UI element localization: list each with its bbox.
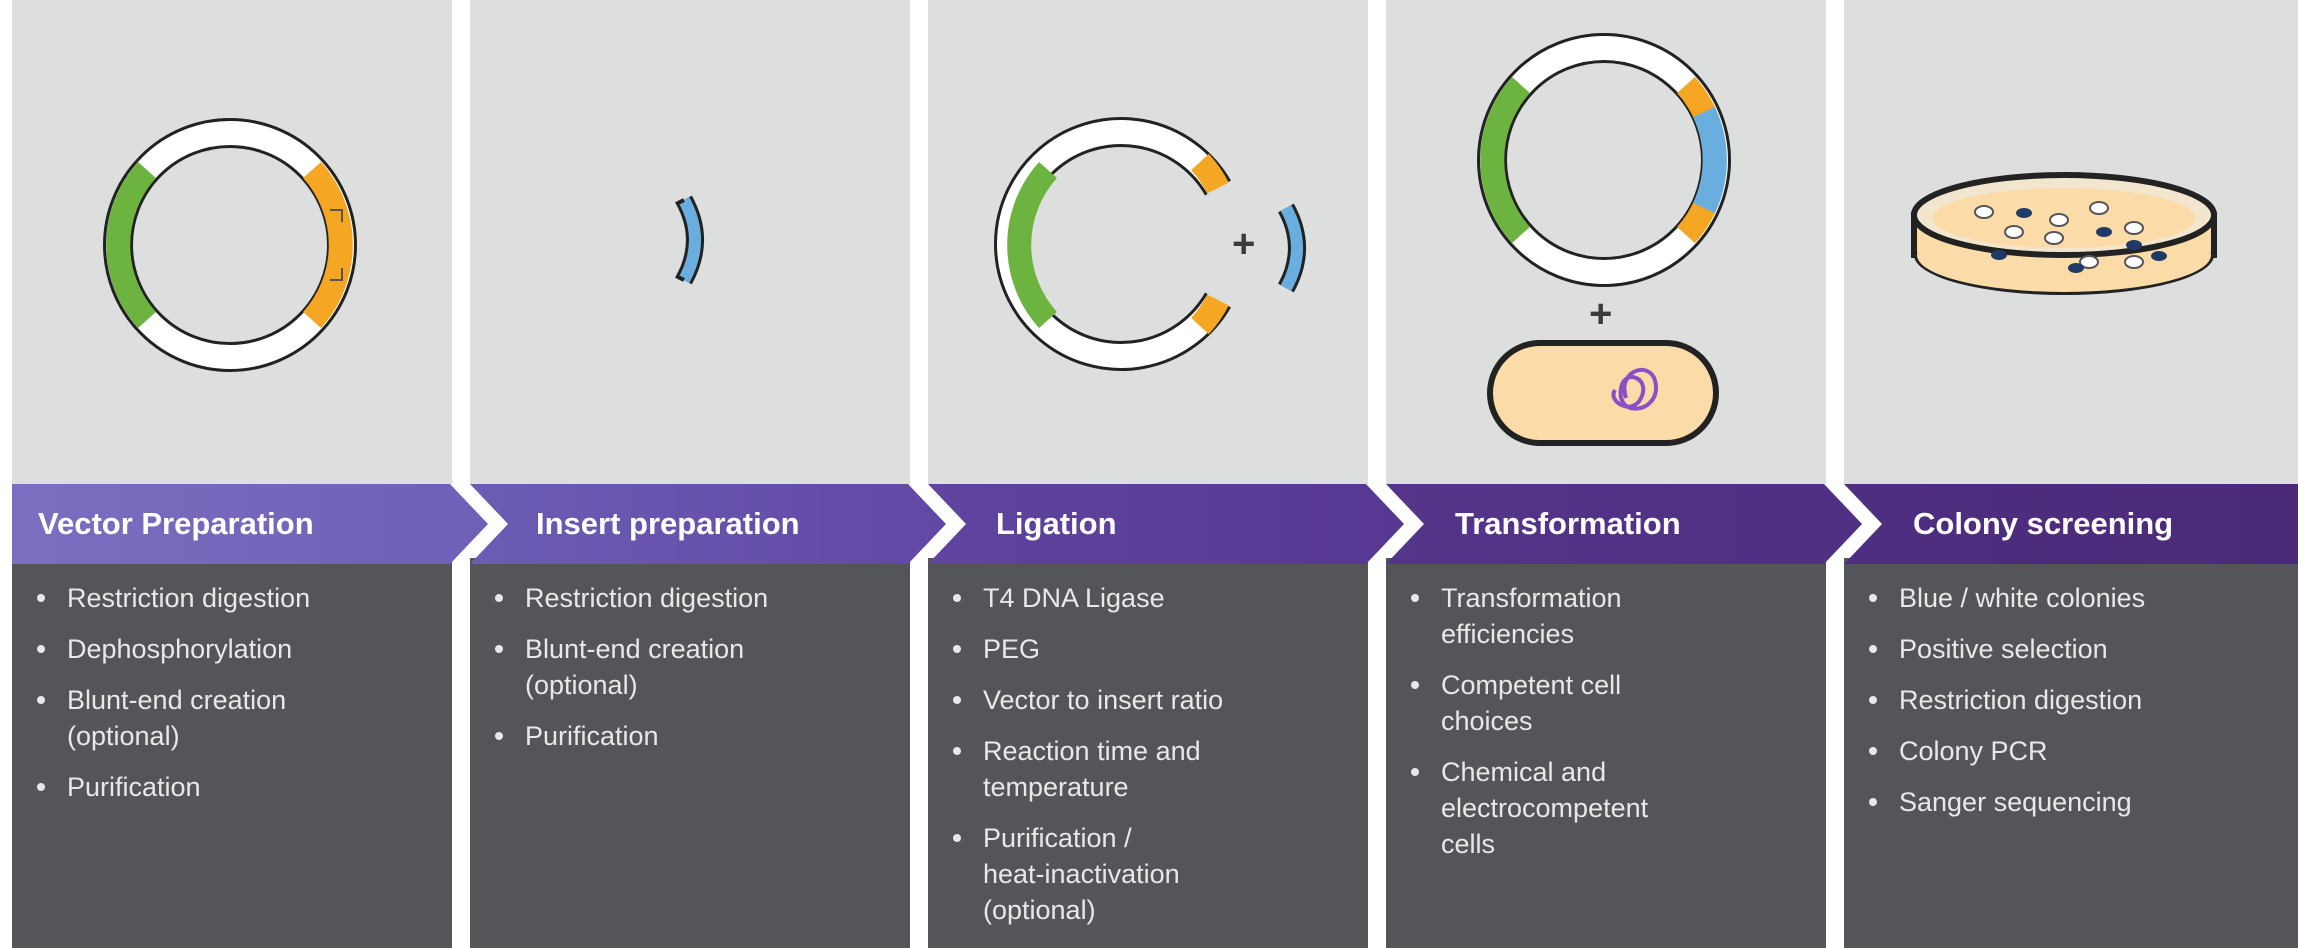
process-chevron-band (0, 484, 2298, 564)
bullet-item: Blue / white colonies (1862, 580, 2282, 616)
bullet-item: PEG (946, 631, 1356, 667)
step-column-transformation: + (1386, 0, 1826, 948)
ligation-illustration (994, 117, 1306, 371)
step-column-colony-screening (1844, 0, 2298, 948)
bullet-item: T4 DNA Ligase (946, 580, 1356, 616)
bullet-item: Blunt-end creation(optional) (30, 682, 440, 754)
bullet-item: Dephosphorylation (30, 631, 440, 667)
transformation-illustration (1477, 33, 1731, 446)
bullet-item: Positive selection (1862, 631, 2282, 667)
step-title-colony-screening: Colony screening (1913, 506, 2174, 541)
illustration-panel (12, 0, 452, 484)
illustration-panel (1844, 0, 2298, 484)
bullet-item: Restriction digestion (30, 580, 440, 616)
orange-segment (302, 161, 353, 329)
bullet-item: Sanger sequencing (1862, 784, 2282, 820)
chevron-step-4 (1386, 484, 1862, 564)
illustration-panel: + (1386, 0, 1826, 484)
green-segment (106, 161, 157, 329)
step-title-ligation: Ligation (996, 506, 1117, 541)
step-column-vector-preparation (12, 0, 452, 948)
plus-sign: + (1232, 222, 1256, 266)
petri-dish-illustration (1911, 172, 2217, 295)
plus-sign: + (1589, 292, 1613, 336)
chevron-step-3 (928, 484, 1404, 564)
bullet-item: Restriction digestion (488, 580, 898, 616)
bullet-item: Purification (30, 769, 440, 805)
bullet-item: Vector to insert ratio (946, 682, 1356, 718)
bullet-item: Blunt-end creation(optional) (488, 631, 898, 703)
bacterium-cell (1487, 340, 1719, 446)
bullet-panel (1386, 558, 1826, 948)
chevron-step-5 (1844, 484, 2298, 564)
step-title-transformation: Transformation (1455, 506, 1681, 541)
bullet-panel (470, 558, 910, 948)
step-title-vector-preparation: Vector Preparation (38, 506, 314, 541)
bullet-item: Purification /heat-inactivation(optional… (946, 820, 1356, 928)
vector-plasmid-illustration (103, 118, 357, 372)
bullet-panel (928, 558, 1368, 948)
bullet-item: Purification (488, 718, 898, 754)
insert-fragment-illustration (675, 195, 704, 285)
illustration-panel: + (928, 0, 1368, 484)
bullet-item: Restriction digestion (1862, 682, 2282, 718)
bullet-panel (12, 558, 452, 948)
step-column-insert-preparation (470, 0, 910, 948)
bullet-panel (1844, 558, 2298, 948)
cell-plasmid (1611, 368, 1659, 411)
step-column-ligation: + (928, 0, 1368, 948)
illustration-panel (470, 0, 910, 484)
step-title-insert-preparation: Insert preparation (536, 506, 800, 541)
chevron-step-2 (470, 484, 946, 564)
bullet-item: Colony PCR (1862, 733, 2282, 769)
chevron-step-1 (12, 484, 488, 564)
